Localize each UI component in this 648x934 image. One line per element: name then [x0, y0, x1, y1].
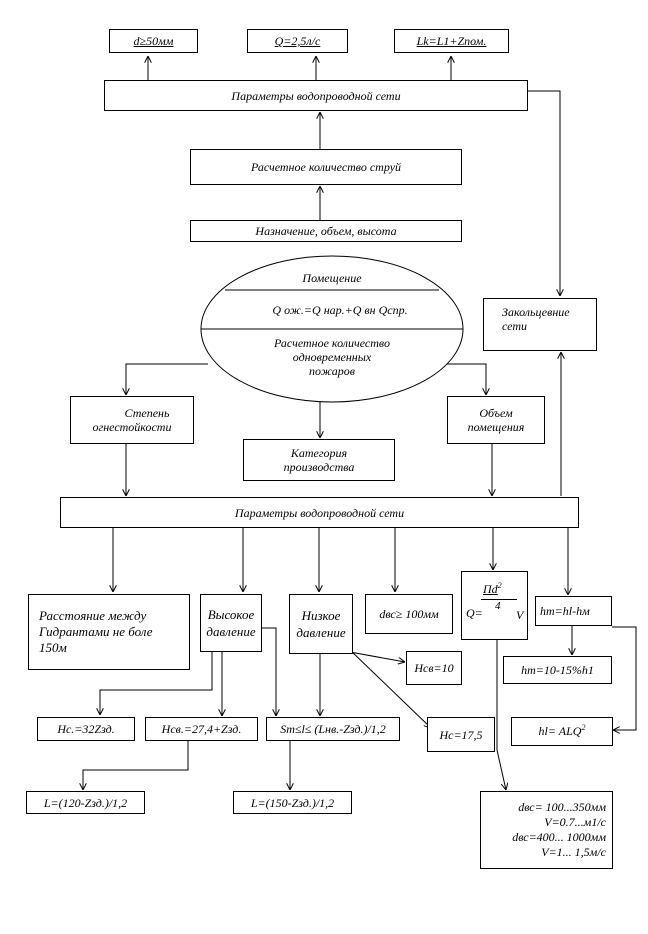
category-line-2: производства — [283, 460, 355, 474]
high-pressure-box: Высокое давление — [200, 594, 262, 652]
low-pressure-box: Низкое давление — [289, 594, 353, 654]
l150-text: L=(150-Zзд.)/1,2 — [250, 795, 335, 810]
flow-formula: Q ож.=Q нар.+Q вн Qспр. — [272, 303, 408, 317]
category-line-1: Категория — [290, 446, 348, 460]
hc32-box: Hс.=32Zзд. — [37, 717, 135, 741]
distance-line-2: Гидрантами не боле — [39, 624, 153, 639]
room-volume-line-1: Объем — [479, 406, 513, 420]
hl-text: hl= ALQ — [538, 723, 582, 738]
hl-formula: hl= ALQ2 — [538, 722, 586, 740]
hsv10-text: Hсв=10 — [414, 661, 454, 675]
purpose-label: Назначение, объем, высота — [255, 224, 397, 238]
sm-text: Sm≤l≤ (Lнв.-Zзд.)/1,2 — [280, 722, 386, 736]
flow-formula-den: 4 — [495, 600, 501, 612]
hydrant-distance-box: Расстояние между Гидрантами не боле 150м — [28, 594, 190, 670]
sm-box: Sm≤l≤ (Lнв.-Zзд.)/1,2 — [266, 717, 400, 741]
pipe-diameter-box: dвс≥ 100мм — [365, 594, 453, 634]
range-line-2: V=0.7...м1/с — [544, 815, 606, 829]
flow-formula-sup: 2 — [497, 581, 502, 590]
ring-line-2: сети — [502, 319, 528, 333]
head-loss-box: hm=hl-hм — [535, 596, 612, 626]
pipe-diameter-range-box: dвс= 100...350мм V=0.7...м1/с dвс=400...… — [480, 791, 613, 869]
flow-fraction-bar — [481, 599, 517, 600]
hc32-text: Hс.=32Zзд. — [57, 722, 115, 736]
ring-network-box: Закольцевние сети — [483, 298, 597, 351]
jets-count-box: Расчетное количество струй — [190, 149, 462, 185]
diameter-text: d≥50мм — [133, 34, 174, 48]
length-box: Lk=L1+Zпом. — [394, 29, 509, 53]
hm-percent-box: hm=10-15%h1 — [503, 656, 612, 684]
pipe-diameter-text: dвс≥ 100мм — [379, 607, 439, 621]
room-volume-line-2: помещения — [467, 420, 525, 434]
low-pressure-line-1: Низкое — [301, 608, 341, 623]
fires-line-1: Расчетное количество — [274, 336, 390, 350]
jets-count-label: Расчетное количество струй — [250, 160, 402, 174]
range-line-1: dвс= 100...350мм — [518, 800, 606, 814]
hc17-text: Hс=17,5 — [439, 727, 483, 742]
length-text: Lk=L1+Zпом. — [416, 34, 487, 48]
fire-resistance-line-1: Степень — [124, 406, 170, 420]
network-params-top: Параметры водопроводной сети — [104, 80, 528, 111]
l120-text: L=(120-Zзд.)/1,2 — [43, 795, 128, 810]
head-loss-text: hm=hl-hм — [540, 604, 590, 618]
l150-box: L=(150-Zзд.)/1,2 — [233, 791, 352, 814]
fire-resistance-box: Степень огнестойкости — [70, 396, 194, 444]
room-label: Помещение — [302, 271, 362, 285]
network-params-mid-label: Параметры водопроводной сети — [234, 505, 405, 520]
ring-line-1: Закольцевние — [502, 305, 570, 319]
hsv10-box: Hсв=10 — [406, 651, 462, 685]
hc17-box: Hс=17,5 — [427, 717, 495, 752]
network-params-top-label: Параметры водопроводной сети — [231, 88, 401, 103]
fires-count-label: Расчетное количество одновременных пожар… — [232, 336, 432, 378]
distance-line-1: Расстояние между — [39, 608, 147, 623]
l120-box: L=(120-Zзд.)/1,2 — [26, 791, 145, 814]
diameter-box: d≥50мм — [109, 29, 198, 53]
flow-formula-box: Q= Пd2 4 V — [461, 571, 528, 640]
flow-formula-q: Q= — [466, 606, 483, 620]
hl-sup: 2 — [581, 722, 586, 732]
room-volume-box: Объем помещения — [447, 396, 545, 444]
room-ellipse — [200, 255, 464, 403]
flow-text: Q=2,5л/с — [274, 34, 321, 48]
distance-line-3: 150м — [39, 640, 67, 655]
network-params-mid: Параметры водопроводной сети — [60, 497, 579, 528]
fires-line-2: одновременных — [292, 350, 372, 364]
high-pressure-line-2: давление — [206, 624, 256, 639]
high-pressure-line-1: Высокое — [207, 607, 255, 622]
fires-line-3: пожаров — [309, 364, 355, 378]
flow-formula-v: V — [516, 608, 524, 622]
flow-box: Q=2,5л/с — [247, 29, 348, 53]
hm-percent-text: hm=10-15%h1 — [521, 663, 594, 677]
range-line-4: V=1... 1,5м/с — [541, 845, 606, 859]
range-line-3: dвс=400... 1000мм — [512, 830, 606, 844]
flow-formula-num: Пd — [483, 582, 498, 596]
low-pressure-line-2: давление — [296, 625, 346, 640]
hsv27-text: Hсв.=27,4+Zзд. — [161, 722, 242, 736]
fire-resistance-line-2: огнестойкости — [92, 420, 172, 434]
hl-box: hl= ALQ2 — [511, 717, 613, 746]
category-box: Категория производства — [243, 439, 395, 481]
flow-formula-numerator: Пd2 — [483, 581, 502, 598]
purpose-box: Назначение, объем, высота — [190, 220, 462, 242]
hsv27-box: Hсв.=27,4+Zзд. — [145, 717, 258, 741]
